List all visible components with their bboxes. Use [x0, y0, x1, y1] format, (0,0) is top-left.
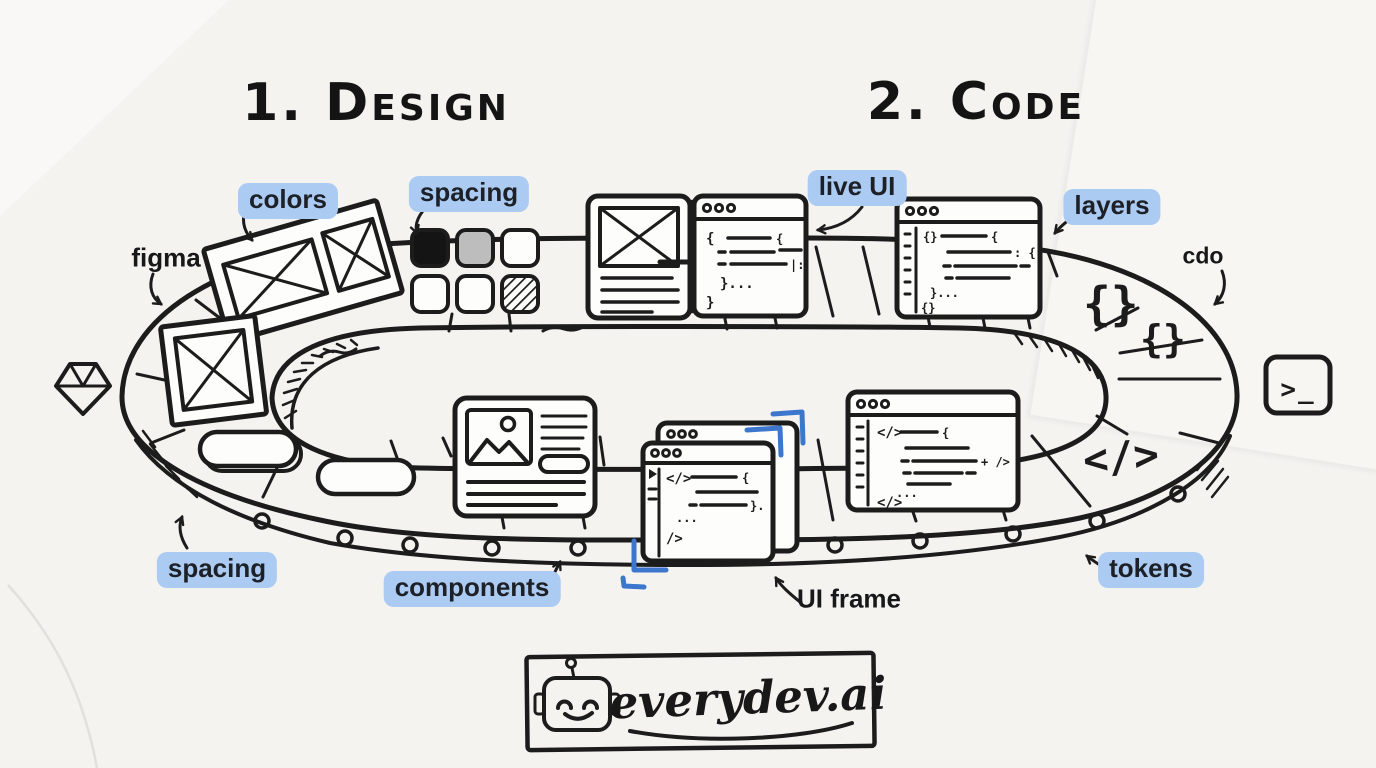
svg-text:}...: }...: [720, 276, 754, 292]
rim-hatching-right: [1195, 450, 1230, 499]
robot-icon: [533, 657, 621, 732]
svg-text:{}: {}: [921, 301, 935, 315]
code-window: { { |: }... }: [691, 193, 809, 319]
svg-text:...: ...: [896, 486, 918, 500]
code-window: {} { : { }... {}: [894, 196, 1043, 320]
svg-text:</>: </>: [666, 471, 691, 487]
svg-text:}...: }...: [930, 286, 959, 300]
label-layers: layers: [1063, 189, 1161, 225]
selection-handles-icon: [620, 409, 806, 590]
svg-text:...: ...: [676, 511, 698, 525]
braces-icon: {}: [1140, 317, 1186, 361]
label-spacing-bottom: spacing: [156, 552, 278, 588]
paper-crease: [7, 584, 99, 768]
svg-text:{: {: [942, 426, 949, 440]
svg-text:+ />: + />: [981, 455, 1010, 469]
underline-swash: [628, 721, 854, 741]
wireframe-card: [585, 193, 693, 321]
terminal-icon: >_: [1263, 354, 1333, 416]
svg-text:{: {: [706, 231, 714, 247]
pill-block: [197, 429, 417, 497]
braces-icon: {}: [1083, 277, 1138, 331]
swatch-grid: [410, 228, 540, 314]
label-components: components: [383, 571, 561, 607]
svg-text:}: }: [706, 295, 714, 311]
component-card: [452, 395, 598, 519]
section-title-code: 2. Code: [866, 72, 1086, 132]
inner-wall: [289, 346, 380, 430]
belt-rivets: [253, 485, 1187, 557]
brand-name: everydev.ai: [608, 666, 888, 730]
svg-text:{: {: [991, 230, 998, 244]
svg-text:</>: </>: [877, 425, 902, 441]
svg-text:: {: : {: [1014, 246, 1036, 260]
svg-text:|:: |:: [790, 258, 804, 272]
svg-text:{: {: [776, 232, 783, 246]
code-window: </> { + /> ... </>: [845, 389, 1021, 513]
svg-text:}.: }.: [750, 499, 764, 513]
label-tokens: tokens: [1098, 552, 1204, 588]
section-title-design: 1. Design: [242, 73, 510, 133]
label-colors: colors: [237, 183, 339, 219]
code-tag-icon: </>: [1081, 429, 1161, 484]
inner-wall-hatching-right: [1013, 332, 1100, 380]
label-spacing-top: spacing: [408, 176, 530, 212]
brand-logo: [524, 650, 877, 753]
wireframe-card: [158, 313, 269, 428]
rim-hatching-left: [141, 429, 199, 499]
svg-text:{: {: [742, 471, 749, 485]
label-live-ui: live UI: [807, 170, 907, 206]
svg-text:{}: {}: [923, 230, 937, 244]
label-ui-frame: UI frame: [796, 583, 902, 614]
svg-text:</>: </>: [877, 495, 902, 511]
svg-text:>_: >_: [1280, 375, 1315, 405]
label-cdo: cdo: [1182, 242, 1224, 269]
belt-spokes: [135, 245, 1222, 530]
code-window-stack: </> { }. ... />: [640, 420, 800, 564]
label-figma: figma: [131, 242, 201, 273]
svg-text:/>: />: [666, 531, 683, 547]
diamond-icon: [54, 362, 112, 416]
